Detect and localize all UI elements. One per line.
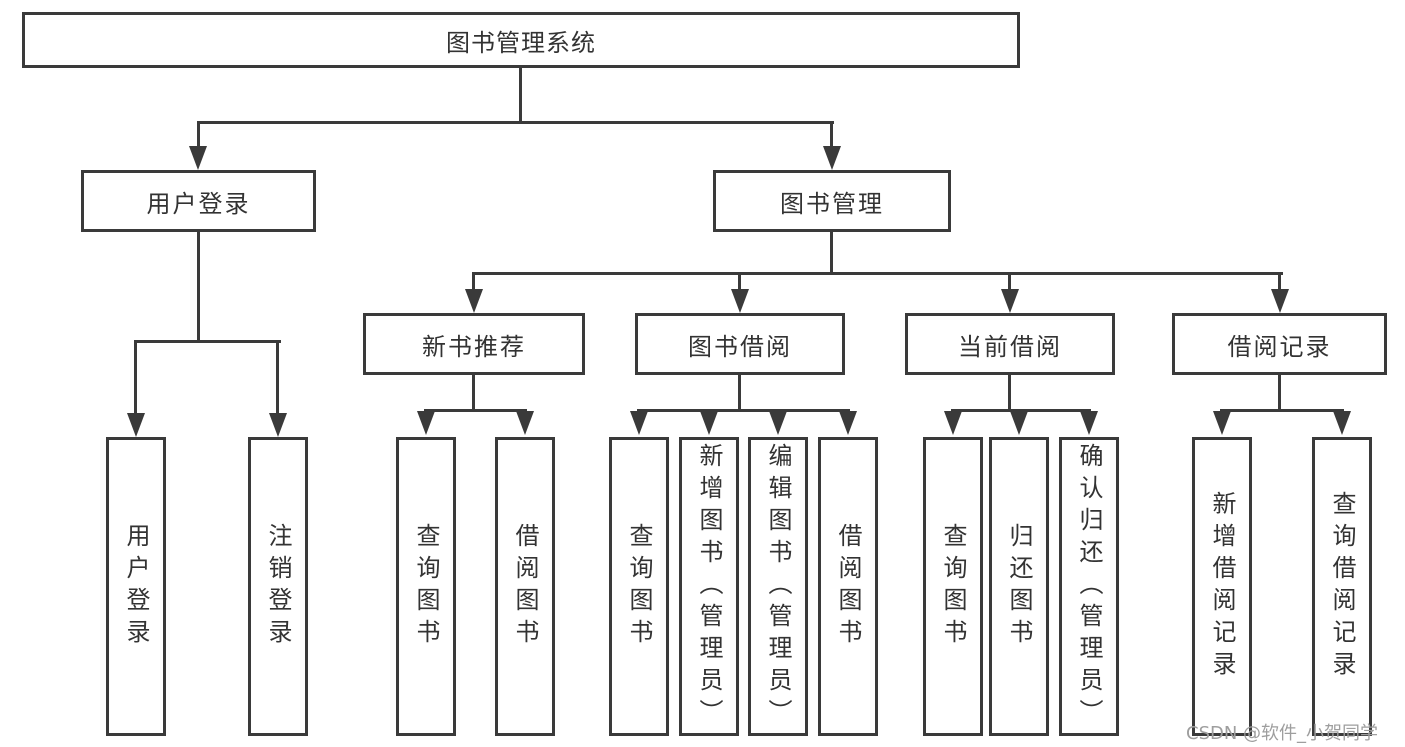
connector-line bbox=[951, 409, 1091, 412]
node-label: 查询图书 bbox=[625, 522, 653, 651]
arrowhead-down bbox=[700, 411, 718, 435]
arrowhead-down bbox=[944, 411, 962, 435]
connector-line bbox=[1278, 375, 1281, 409]
connector-line bbox=[197, 232, 200, 340]
node-leaf-query-books: 查询图书 bbox=[396, 437, 456, 736]
node-label: 注销登录 bbox=[264, 522, 292, 651]
node-leaf-add-borrow-record: 新增借阅记录 bbox=[1192, 437, 1252, 736]
arrowhead-down bbox=[1001, 289, 1019, 313]
connector-line bbox=[197, 121, 200, 148]
node-label: 查询图书 bbox=[412, 522, 440, 651]
node-leaf-borrow-books: 借阅图书 bbox=[495, 437, 555, 736]
node-leaf-add-books-admin: 新增图书（管理员） bbox=[679, 437, 739, 736]
node-label: 用户登录 bbox=[122, 522, 150, 651]
node-new-book-recommendation: 新书推荐 bbox=[363, 313, 585, 375]
arrowhead-down bbox=[731, 289, 749, 313]
arrowhead-down bbox=[127, 413, 145, 437]
connector-line bbox=[830, 232, 833, 272]
arrowhead-down bbox=[630, 411, 648, 435]
watermark: CSDN @软件_小贺同学 bbox=[1186, 723, 1379, 744]
connector-line bbox=[134, 340, 137, 415]
arrowhead-down bbox=[269, 413, 287, 437]
arrowhead-down bbox=[1010, 411, 1028, 435]
node-leaf-query-books: 查询图书 bbox=[609, 437, 669, 736]
connector-line bbox=[1008, 375, 1011, 409]
node-label: 查询图书 bbox=[939, 522, 967, 651]
node-leaf-return-books: 归还图书 bbox=[989, 437, 1049, 736]
connector-line bbox=[738, 272, 741, 291]
arrowhead-down bbox=[516, 411, 534, 435]
node-borrowing-records: 借阅记录 bbox=[1172, 313, 1387, 375]
node-label: 确认归还（管理员） bbox=[1075, 442, 1103, 731]
node-library-management-system: 图书管理系统 bbox=[22, 12, 1020, 68]
connector-line bbox=[519, 68, 522, 124]
arrowhead-down bbox=[1271, 289, 1289, 313]
arrowhead-down bbox=[1213, 411, 1231, 435]
arrowhead-down bbox=[1333, 411, 1351, 435]
node-label: 编辑图书（管理员） bbox=[764, 442, 792, 731]
connector-line bbox=[1008, 272, 1011, 291]
node-label: 新增借阅记录 bbox=[1208, 490, 1236, 683]
arrowhead-down bbox=[823, 146, 841, 170]
arrowhead-down bbox=[769, 411, 787, 435]
connector-line bbox=[472, 375, 475, 409]
node-label: 新增图书（管理员） bbox=[695, 442, 723, 731]
node-leaf-edit-books-admin: 编辑图书（管理员） bbox=[748, 437, 808, 736]
node-label: 借阅图书 bbox=[511, 522, 539, 651]
node-user-login: 用户登录 bbox=[81, 170, 316, 232]
connector-line bbox=[1220, 409, 1344, 412]
node-label: 借阅图书 bbox=[834, 522, 862, 651]
node-leaf-confirm-return-admin: 确认归还（管理员） bbox=[1059, 437, 1119, 736]
connector-line bbox=[424, 409, 527, 412]
connector-line bbox=[276, 340, 279, 415]
node-leaf-borrow-books: 借阅图书 bbox=[818, 437, 878, 736]
node-current-borrowing: 当前借阅 bbox=[905, 313, 1115, 375]
connector-line bbox=[472, 272, 1283, 275]
node-leaf-user-login: 用户登录 bbox=[106, 437, 166, 736]
connector-line bbox=[472, 272, 475, 291]
node-book-management: 图书管理 bbox=[713, 170, 951, 232]
arrowhead-down bbox=[839, 411, 857, 435]
connector-line bbox=[1278, 272, 1281, 291]
node-leaf-query-books: 查询图书 bbox=[923, 437, 983, 736]
node-leaf-logout: 注销登录 bbox=[248, 437, 308, 736]
arrowhead-down bbox=[417, 411, 435, 435]
node-book-borrowing: 图书借阅 bbox=[635, 313, 845, 375]
arrowhead-down bbox=[189, 146, 207, 170]
connector-line bbox=[637, 409, 850, 412]
arrowhead-down bbox=[1080, 411, 1098, 435]
connector-line bbox=[830, 121, 833, 148]
node-label: 归还图书 bbox=[1005, 522, 1033, 651]
node-label: 查询借阅记录 bbox=[1328, 490, 1356, 683]
connector-line bbox=[134, 340, 281, 343]
connector-line bbox=[738, 375, 741, 409]
connector-line bbox=[197, 121, 834, 124]
node-leaf-query-borrow-record: 查询借阅记录 bbox=[1312, 437, 1372, 736]
arrowhead-down bbox=[465, 289, 483, 313]
